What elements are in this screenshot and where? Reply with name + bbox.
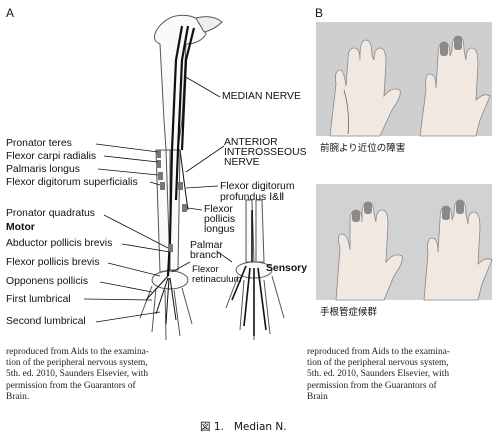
panel-b-credit: reproduced from Aids to the examina- tio… (307, 347, 450, 402)
label-opponens-pollicis: Opponens pollicis (6, 276, 89, 287)
panel-a-letter: A (6, 6, 15, 20)
label-anterior-interosseous-nerve: ANTERIOR INTEROSSEOUS NERVE (224, 137, 307, 168)
caption-proximal-lesion: 前腕より近位の障害 (320, 143, 406, 154)
label-flexor-pollicis-longus: Flexor pollicis longus (204, 204, 236, 235)
leader-lines (83, 75, 233, 323)
panel-a-credit: reproduced from Aids to the examina- tio… (6, 347, 149, 402)
label-motor: Motor (6, 222, 35, 233)
label-pronator-teres: Pronator teres (6, 138, 72, 149)
label-flexor-pollicis-brevis: Flexor pollicis brevis (6, 257, 100, 268)
label-palmar-branch: Palmar branch (190, 240, 223, 261)
panel-b-letter: B (315, 6, 324, 20)
label-second-lumbrical: Second lumbrical (6, 316, 86, 327)
label-median-nerve: MEDIAN NERVE (222, 91, 301, 102)
label-pronator-quadratus: Pronator quadratus (6, 208, 95, 219)
muscle-markers (156, 150, 187, 252)
label-sensory: Sensory (266, 263, 308, 274)
label-flexor-digitorum-profundus: Flexor digitorum profundus Ⅰ&Ⅱ (220, 181, 295, 203)
label-flexor-retinaculum: Flexor retinaculum (192, 264, 242, 285)
label-first-lumbrical: First lumbrical (6, 294, 71, 305)
figure-caption: 図 1. Median N. (200, 421, 287, 433)
label-flexor-carpi-radialis: Flexor carpi radialis (6, 151, 97, 162)
label-abductor-pollicis-brevis: Abductor pollicis brevis (6, 238, 113, 249)
label-palmaris-longus: Palmaris longus (6, 164, 80, 175)
caption-carpal-tunnel: 手根管症候群 (320, 307, 378, 318)
label-flexor-digitorum-superficialis: Flexor digitorum superficialis (6, 177, 138, 188)
